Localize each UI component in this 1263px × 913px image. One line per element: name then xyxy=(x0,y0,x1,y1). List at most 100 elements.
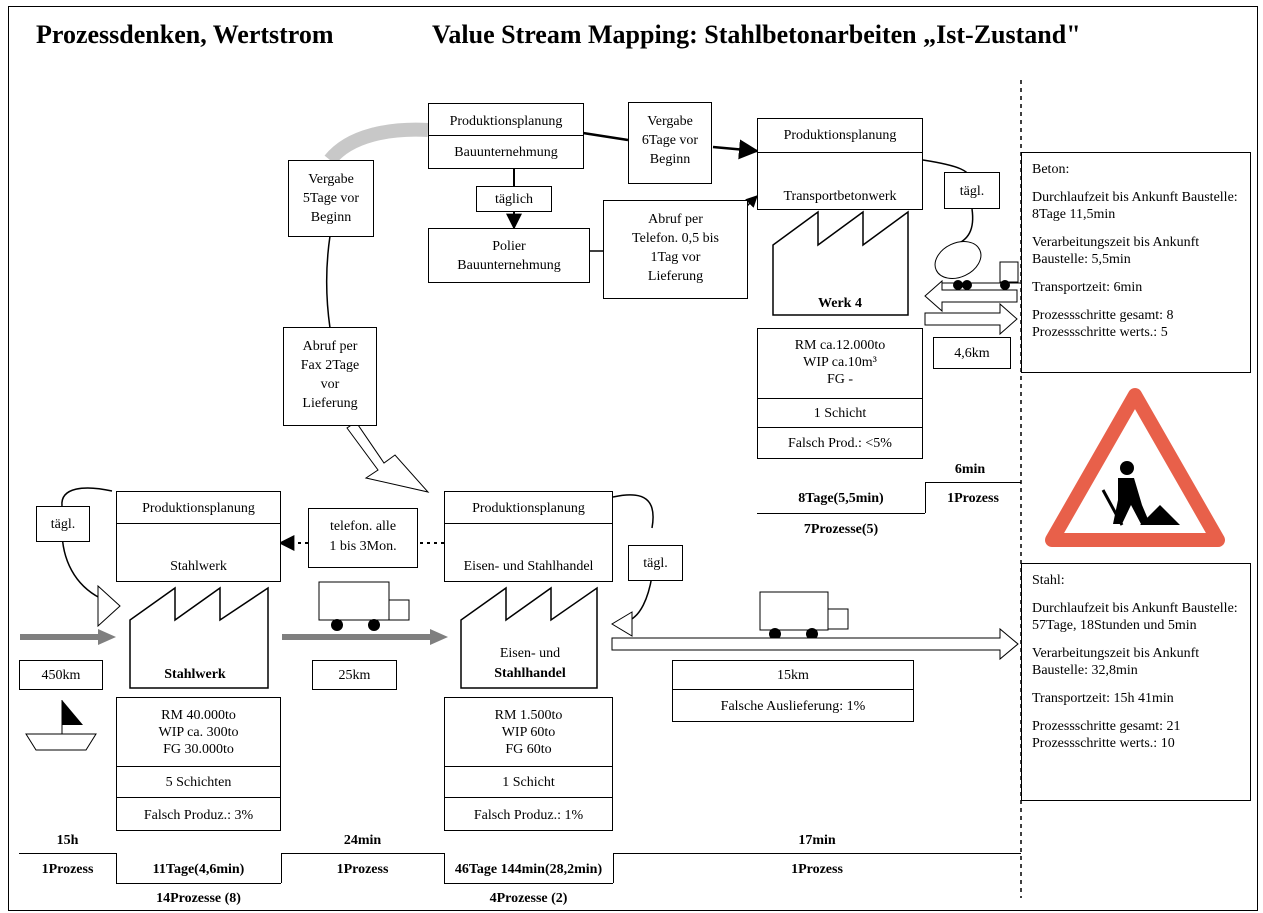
handel-schicht: 1 Schicht xyxy=(502,775,555,790)
arrow-beton-delivery xyxy=(924,302,1018,336)
abruf-tel-line2: Telefon. 0,5 bis xyxy=(632,231,719,246)
box-km15: 15km Falsche Auslieferung: 1% xyxy=(672,660,914,722)
stahl-tl-bottom-4: 46Tage 144min(28,2min) xyxy=(454,862,603,877)
stahlwerk-label: Stahlwerk xyxy=(164,667,226,682)
abruf-fax-line2: Fax 2Tage xyxy=(300,358,360,373)
handel-rm: RM 1.500to xyxy=(494,708,563,723)
box-km450: 450km xyxy=(19,660,103,690)
stahl-tl-bottom-1: 1Prozess xyxy=(41,862,94,877)
arrow-stahl-delivery xyxy=(611,627,1019,661)
factory-handel-icon xyxy=(460,586,598,689)
vergabe5-line1: Vergabe xyxy=(308,172,354,187)
box-taegl-stahlwerk: tägl. xyxy=(36,506,90,542)
stahl-tl-top-3: 17min xyxy=(798,833,836,848)
werk4-wip: WIP ca.10m³ xyxy=(803,355,877,370)
stahl-info-durchlauf: Durchlaufzeit bis Ankunft Baustelle: 57T… xyxy=(1032,601,1238,633)
stahl-tl-top-2: 24min xyxy=(343,833,382,848)
vergabe6-line3: Beginn xyxy=(649,152,691,167)
stahlwerk-fg: FG 30.000to xyxy=(163,742,234,757)
handel-falsch: Falsch Produz.: 1% xyxy=(473,808,584,823)
stahl-info-steps-total: Prozessschritte gesamt: 21 xyxy=(1032,719,1181,734)
stahl-tl-bottom-2: 11Tage(4,6min) xyxy=(152,862,245,877)
handel-fg: FG 60to xyxy=(505,742,552,757)
box-vergabe5: Vergabe 5Tage vor Beginn xyxy=(288,160,374,237)
vergabe5-line3: Beginn xyxy=(310,210,352,225)
factory-werk4-icon xyxy=(772,210,909,316)
abruf-fax-line3: vor xyxy=(320,377,340,392)
werk4-rm: RM ca.12.000to xyxy=(794,338,886,353)
box-abruf-telefon: Abruf per Telefon. 0,5 bis 1Tag vor Lief… xyxy=(603,200,748,299)
werk4-schicht: 1 Schicht xyxy=(813,406,867,421)
stahl-info-steps-value: Prozessschritte werts.: 10 xyxy=(1032,736,1175,751)
curve-vergabe5 xyxy=(324,122,429,165)
beton-tl-top: 6min xyxy=(954,462,986,477)
stahl-tl-below-2: 4Prozesse (2) xyxy=(489,891,568,906)
km450-label: 450km xyxy=(41,668,81,683)
kanban-arrow-handel xyxy=(611,611,633,637)
truck-icon-15km xyxy=(759,591,849,640)
title-left: Prozessdenken, Wertstrom xyxy=(36,20,334,49)
stahl-info-title: Stahl: xyxy=(1032,573,1065,588)
falsche-auslieferung-label: Falsche Auslieferung: 1% xyxy=(720,699,866,714)
box-vergabe6: Vergabe 6Tage vor Beginn xyxy=(628,102,712,184)
polier-line1: Polier xyxy=(492,239,526,254)
box-pp-transport: Produktionsplanung Transportbetonwerk xyxy=(757,118,923,210)
pp-bau-top: Produktionsplanung xyxy=(449,114,563,129)
pp-transport-bottom: Transportbetonwerk xyxy=(783,189,897,204)
handel-label-line1: Eisen- und xyxy=(499,646,561,661)
box-taegl-handel: tägl. xyxy=(628,545,683,581)
stahlwerk-wip: WIP ca. 300to xyxy=(158,725,239,740)
kanban-arrow-stahlwerk xyxy=(97,584,121,628)
telefon-alle-line2: 1 bis 3Mon. xyxy=(329,539,397,554)
taegl-beton-label: tägl. xyxy=(959,184,985,199)
push-arrow-2 xyxy=(430,629,448,645)
werk4-fg: FG - xyxy=(826,372,854,387)
taeglich-label: täglich xyxy=(494,192,534,207)
stahlwerk-rm: RM 40.000to xyxy=(161,708,236,723)
stahlwerk-schicht: 5 Schichten xyxy=(165,775,232,790)
box-pp-stahlwerk: Produktionsplanung Stahlwerk xyxy=(116,491,281,582)
truck-icon-25km xyxy=(318,581,410,631)
beton-info-box: Beton: Durchlaufzeit bis Ankunft Baustel… xyxy=(1021,152,1251,373)
ship-icon xyxy=(25,700,97,751)
abruf-fax-line1: Abruf per xyxy=(302,339,358,354)
abruf-tel-line4: Lieferung xyxy=(647,269,704,284)
arrow-vergabe6-to-transport xyxy=(712,139,759,160)
vergabe5-line2: 5Tage vor xyxy=(302,191,360,206)
beton-info-steps-total: Prozessschritte gesamt: 8 xyxy=(1032,308,1174,323)
beton-info-title: Beton: xyxy=(1032,162,1070,177)
pp-stahlwerk-bottom: Stahlwerk xyxy=(170,559,227,574)
beton-tl-left: 8Tage(5,5min) xyxy=(798,491,884,506)
werk4-falsch: Falsch Prod.: <5% xyxy=(788,436,892,451)
beton-info-verarbeitung: Verarbeitungszeit bis Ankunft Baustelle:… xyxy=(1032,235,1200,267)
stahl-tl-below-1: 14Prozesse (8) xyxy=(156,891,241,906)
beton-tl-right: 1Prozess xyxy=(947,491,999,506)
abruf-tel-line1: Abruf per xyxy=(648,212,703,227)
diagram-frame xyxy=(8,6,1258,911)
box-pp-bau: Produktionsplanung Bauunternehmung xyxy=(428,103,584,169)
stahl-tl-top-1: 15h xyxy=(56,833,79,848)
beton-info-durchlauf: Durchlaufzeit bis Ankunft Baustelle: 8Ta… xyxy=(1032,190,1238,222)
box-km-beton: 4,6km xyxy=(933,337,1011,369)
box-pp-handel: Produktionsplanung Eisen- und Stahlhande… xyxy=(444,491,613,582)
abruf-fax-line4: Lieferung xyxy=(302,396,358,411)
mixer-truck-icon xyxy=(934,241,1020,290)
push-arrow-1 xyxy=(98,629,116,645)
pp-transport-top: Produktionsplanung xyxy=(783,128,897,143)
pp-stahlwerk-top: Produktionsplanung xyxy=(142,501,255,516)
km15-label: 15km xyxy=(777,668,809,683)
handel-label-line2: Stahlhandel xyxy=(494,666,566,681)
taegl-stahlwerk-label: tägl. xyxy=(50,517,76,532)
taegl-handel-label: tägl. xyxy=(643,556,668,571)
stahlwerk-falsch: Falsch Produz.: 3% xyxy=(143,808,254,823)
stahl-info-verarbeitung: Verarbeitungszeit bis Ankunft Baustelle:… xyxy=(1032,646,1200,678)
pp-handel-bottom: Eisen- und Stahlhandel xyxy=(463,559,594,574)
construction-warning-icon xyxy=(1045,388,1225,547)
vergabe6-line2: 6Tage vor xyxy=(641,133,699,148)
box-polier: Polier Bauunternehmung xyxy=(428,228,590,283)
stahl-tl-bottom-5: 1Prozess xyxy=(791,862,843,877)
box-taegl-beton: tägl. xyxy=(944,172,1000,209)
pp-bau-bottom: Bauunternehmung xyxy=(454,145,558,160)
handel-wip: WIP 60to xyxy=(501,725,556,740)
